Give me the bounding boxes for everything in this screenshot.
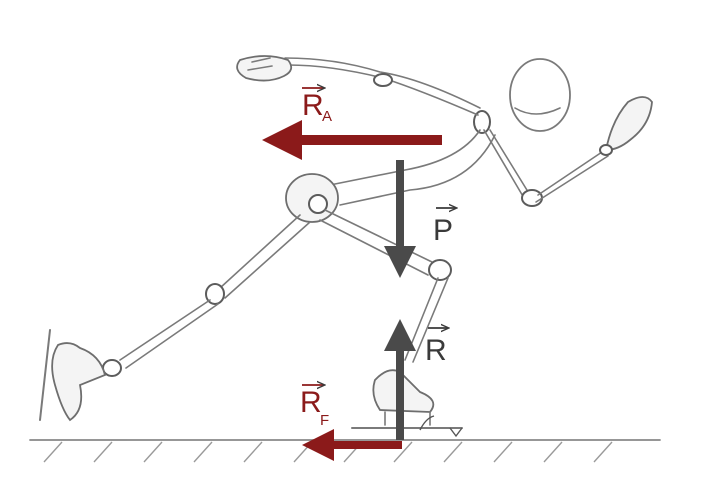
back-shin [119, 299, 211, 361]
air-resistance-subscript: A [322, 108, 332, 125]
friction-subscript: F [320, 412, 329, 429]
ground-hatching [43, 441, 613, 463]
back-blade [39, 329, 51, 421]
torso [329, 129, 481, 186]
ground-reaction-label: R [425, 334, 447, 367]
force-weight: P [384, 160, 456, 278]
blade-angle-marks [419, 415, 463, 438]
force-air-resistance: R A [262, 88, 442, 160]
shoulder-joint [473, 110, 491, 134]
friction-label: R [300, 386, 322, 419]
back-thigh [219, 214, 301, 289]
force-ground-reaction: R [384, 319, 448, 440]
back-knee [205, 283, 225, 305]
front-thigh [324, 209, 433, 263]
front-hand [604, 96, 653, 151]
weight-label: P [433, 214, 453, 247]
skater-head [509, 58, 571, 132]
ground [29, 439, 661, 463]
force-friction: R F [300, 385, 402, 461]
air-resistance-label: R [302, 89, 324, 122]
front-arm-lower [537, 149, 606, 196]
back-boot [51, 342, 107, 422]
skater-figure [39, 55, 653, 429]
front-arm-upper [489, 129, 531, 196]
front-knee [428, 259, 452, 281]
back-hand [236, 55, 293, 82]
